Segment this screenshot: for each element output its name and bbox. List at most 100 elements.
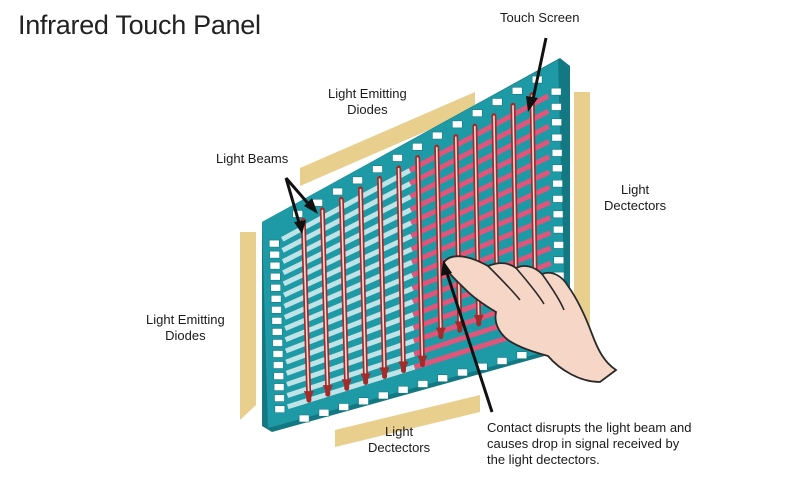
label-light-beams: Light Beams [216, 151, 289, 166]
led-left [272, 350, 284, 358]
beam-row-red [410, 154, 551, 226]
detector-bottom [378, 391, 389, 400]
label-detectors-right-line2: Dectectors [604, 198, 667, 213]
bracket-top [300, 92, 475, 186]
beam-column-arrowhead [303, 391, 314, 403]
beam-column-core [378, 178, 386, 377]
led-top [491, 98, 503, 106]
label-led-top: Light Emitting Diodes [328, 86, 407, 118]
label-detectors-right: Light Dectectors [604, 182, 666, 214]
beam-column-core [302, 220, 310, 401]
contact-pointer [444, 269, 494, 413]
detector-bottom [457, 368, 468, 377]
label-led-left-line2: Diodes [165, 328, 206, 343]
beam-column-core [454, 136, 461, 331]
led-left [273, 383, 285, 391]
led-left [269, 261, 281, 270]
detector-bottom [358, 397, 369, 406]
led-left [274, 394, 285, 402]
beam-column-arrowhead [341, 379, 352, 391]
label-detectors-bottom: Light Dectectors [368, 424, 430, 456]
light-beams-pointer-2 [284, 177, 302, 227]
detector-right [551, 103, 562, 111]
detector-right [553, 225, 564, 234]
light-beams-pointer-2-head [294, 220, 306, 234]
beam-row-red [411, 200, 551, 265]
beam-row-red [409, 124, 550, 199]
detector-right [551, 149, 563, 157]
beam-row-red [411, 215, 552, 278]
bracket-right [574, 92, 590, 345]
beam-column-arrowhead [379, 367, 390, 379]
beam-column-core [359, 188, 367, 383]
detector-right [550, 87, 562, 96]
contact-pointer-head [441, 260, 452, 276]
led-top [352, 176, 363, 185]
led-left [270, 283, 282, 292]
led-left [268, 239, 280, 248]
beam-column-core [397, 167, 405, 371]
detector-bottom [298, 414, 310, 423]
hand-detail-1 [487, 265, 521, 301]
detector-bottom [496, 357, 508, 365]
led-top [511, 86, 523, 95]
beam-column-arrowhead [417, 355, 428, 367]
label-led-top-line2: Diodes [347, 102, 388, 117]
led-left [273, 372, 285, 380]
led-left [269, 250, 280, 259]
detector-bottom [516, 351, 528, 360]
hand-detail-3 [541, 273, 565, 311]
led-top [452, 120, 463, 129]
led-left [270, 272, 281, 281]
label-led-left: Light Emitting Diodes [146, 312, 225, 344]
label-contact-line1: Contact disrupts the light beam and [487, 420, 692, 435]
led-top [332, 187, 343, 196]
touch-screen-pointer-head [526, 96, 538, 112]
label-detectors-right-line1: Light [620, 182, 650, 197]
led-left [270, 294, 282, 303]
hand-icon [443, 255, 618, 383]
detector-right [552, 179, 563, 188]
beam-column-arrowhead [360, 373, 371, 385]
beam-row-red [409, 108, 550, 186]
detector-bottom [397, 385, 409, 394]
beam-column-arrowhead [435, 327, 446, 339]
beam-column-arrowhead [322, 385, 333, 397]
led-left [271, 328, 283, 336]
label-contact-note: Contact disrupts the light beam and caus… [487, 420, 692, 468]
label-contact-line3: the light dectectors. [487, 452, 600, 467]
label-contact-line2: causes drop in signal received by [487, 436, 680, 451]
beam-column-core [340, 199, 348, 389]
led-left [274, 405, 286, 413]
label-detectors-bottom-line2: Dectectors [368, 440, 431, 455]
led-left [271, 317, 283, 325]
detector-bottom [437, 374, 448, 383]
beam-column-arrowhead [473, 314, 484, 326]
led-top [471, 109, 483, 117]
detector-right [553, 241, 564, 249]
detector-bottom [338, 403, 350, 411]
beam-column-core [321, 209, 329, 395]
led-left [272, 339, 283, 347]
led-top [392, 154, 403, 162]
beam-column-core [435, 147, 442, 337]
light-beams-pointer-1-head [304, 198, 318, 214]
detector-right [552, 195, 564, 203]
beam-row-red [409, 139, 551, 213]
label-detectors-bottom-line1: Light [384, 424, 414, 439]
callout-heads [294, 96, 538, 276]
label-led-top-line1: Light Emitting [328, 86, 407, 101]
detector-right [552, 164, 563, 173]
beam-row-red [410, 184, 551, 252]
detector-right [552, 210, 564, 219]
detector-bottom [318, 408, 330, 417]
touch-screen-pointer [530, 37, 548, 105]
led-group [268, 75, 566, 423]
label-led-left-line1: Light Emitting [146, 312, 225, 327]
led-left [271, 306, 282, 314]
led-top [372, 165, 383, 173]
touch-screen-panel [262, 60, 566, 428]
detector-right [551, 118, 562, 127]
